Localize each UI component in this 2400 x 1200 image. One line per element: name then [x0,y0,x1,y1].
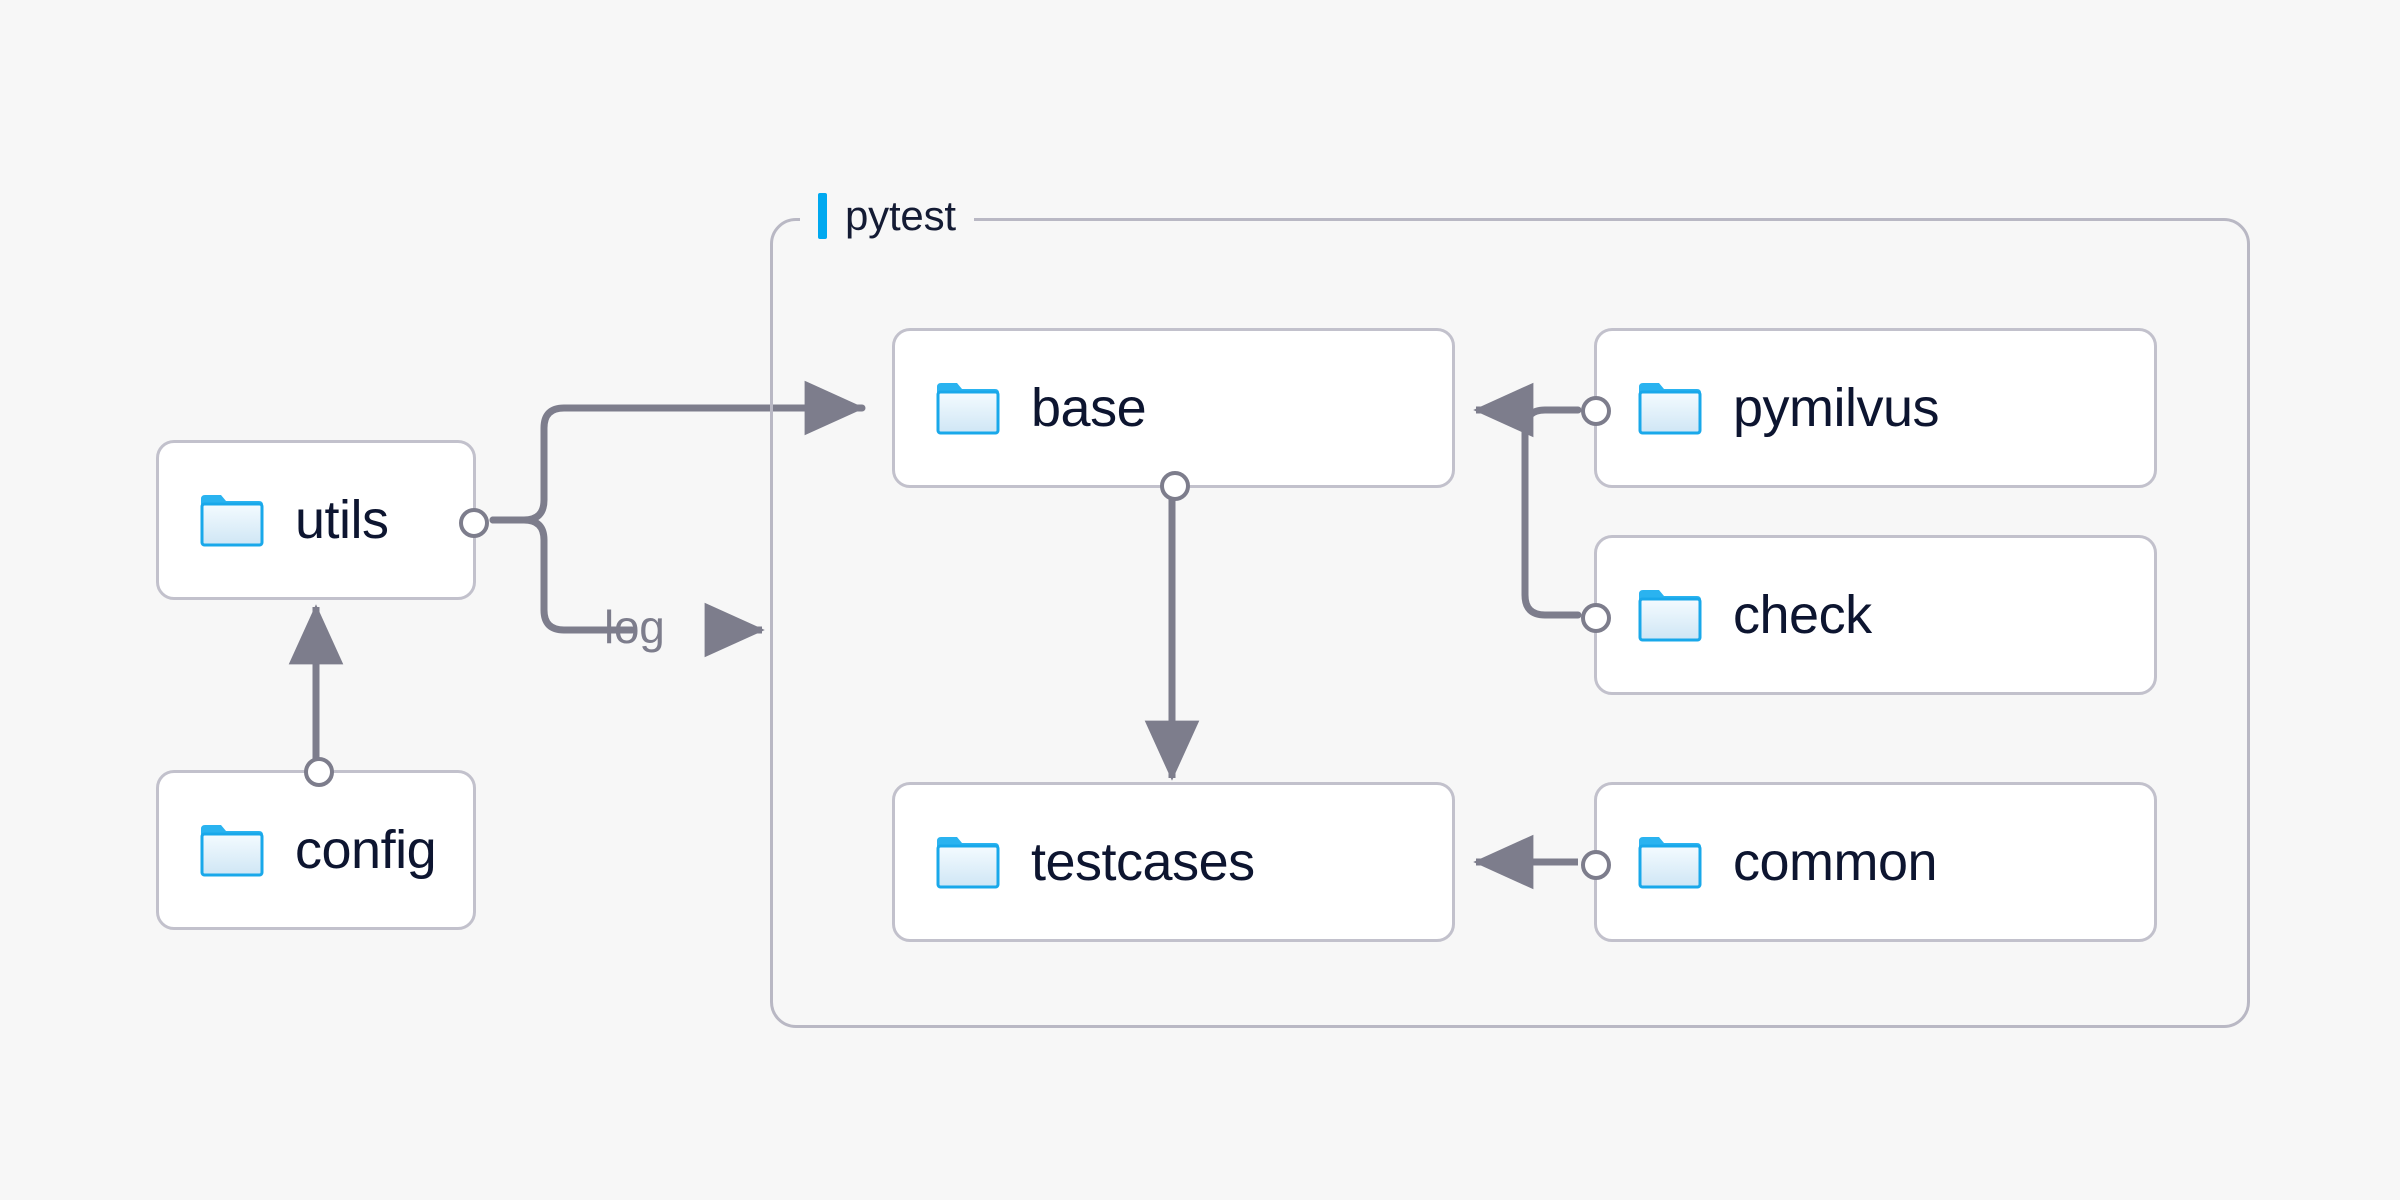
edge-pymilvus-base [1521,406,1582,619]
folder-icon [936,383,1000,435]
node-testcases-label: testcases [1031,832,1255,892]
port-common-left[interactable] [1581,850,1611,880]
port-pymilvus-left[interactable] [1581,396,1611,426]
group-pytest-title: pytest [800,188,974,244]
node-common[interactable]: common [1581,782,2157,942]
node-pymilvus-label: pymilvus [1733,378,1940,438]
node-testcases[interactable]: testcases [892,782,1455,942]
folder-icon [1638,590,1702,642]
folder-icon [200,495,264,547]
node-pymilvus[interactable]: pymilvus [1581,328,2157,488]
folder-icon [1638,837,1702,889]
folder-icon [1638,383,1702,435]
group-pytest[interactable] [770,218,2250,1028]
node-utils-label: utils [295,490,389,550]
node-check-label: check [1733,585,1872,645]
group-title-label: pytest [845,192,956,239]
node-base-label: base [1031,378,1147,438]
port-base-bottom[interactable] [1160,471,1190,501]
port-utils-right[interactable] [459,508,489,538]
node-config-label: config [295,820,437,880]
node-utils[interactable]: utils [156,440,489,600]
node-config[interactable]: config [156,757,476,930]
folder-icon [200,825,264,877]
group-accent-bar [818,193,827,239]
port-config-top[interactable] [304,757,334,787]
port-check-left[interactable] [1581,603,1611,633]
edge-utils-log [489,516,636,634]
folder-icon [936,837,1000,889]
node-common-label: common [1733,832,1938,892]
node-check[interactable]: check [1581,535,2157,695]
edge-label-log: log [604,601,665,653]
node-base[interactable]: base [892,328,1455,501]
